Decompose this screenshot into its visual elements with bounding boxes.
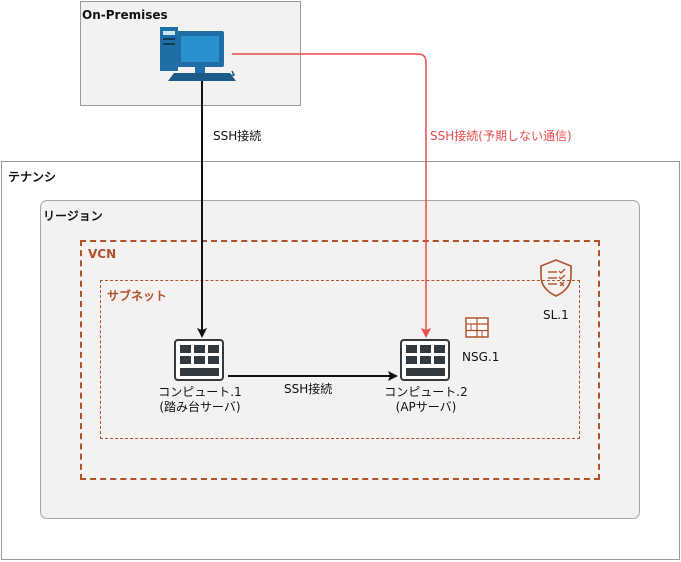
subnet-label: サブネット [107,289,168,303]
security-list-label: SL.1 [543,308,569,322]
nsg-label: NSG.1 [462,350,500,364]
vcn-label: VCN [88,247,117,261]
compute1-name: コンピュート.1 [158,385,242,399]
network-security-group-icon [465,317,489,338]
ssh-label-onprem: SSH接続 [213,129,262,143]
region-label: リージョン [43,209,103,223]
security-list-shield-icon [540,259,572,297]
tenancy-label: テナンシ [8,170,57,184]
compute1-label: コンピュート.1 (踏み台サーバ) [147,385,253,415]
compute2-role: (APサーバ) [395,400,457,414]
compute2-label: コンピュート.2 (APサーバ) [373,385,479,415]
compute1-role: (踏み台サーバ) [159,400,241,414]
ssh-label-unexpected: SSH接続(予期しない通信) [430,129,572,143]
region-group: リージョン [40,200,640,519]
vcn-group: VCN [80,240,600,480]
desktop-computer-icon [160,27,236,81]
ssh-label-compute-to-compute: SSH接続 [284,382,333,396]
compute2-name: コンピュート.2 [384,385,468,399]
subnet-group: サブネット [100,280,580,439]
compute-instance-icon-1 [174,339,224,381]
compute-instance-icon-2 [400,339,450,381]
ssh-connection-unexpected [232,53,431,338]
on-premises-label: On-Premises [82,8,168,22]
